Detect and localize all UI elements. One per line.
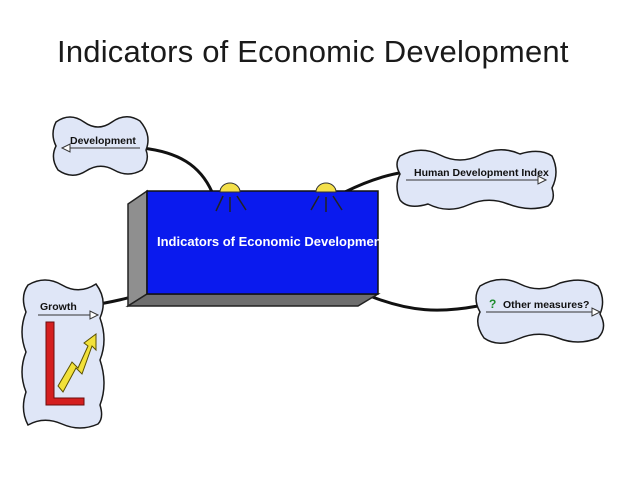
node-label: Other measures? xyxy=(503,299,589,311)
connector-hdi xyxy=(343,170,407,194)
slide-title: Indicators of Economic Development xyxy=(57,34,569,69)
central-topic-label: Indicators of Economic Development xyxy=(157,234,387,249)
node-label: Development xyxy=(70,135,136,147)
connector-other xyxy=(368,294,480,312)
arrow-right-icon xyxy=(537,175,548,185)
connector-development xyxy=(140,146,214,194)
central-box-bottom xyxy=(125,293,381,307)
central-box-face xyxy=(146,190,379,295)
node-label: Human Development Index xyxy=(414,167,549,179)
arrow-left-icon xyxy=(60,143,71,153)
question-mark-icon: ? xyxy=(489,297,496,311)
node-card xyxy=(52,116,149,176)
lightbulb-icon xyxy=(310,182,343,212)
node-other-measures[interactable]: ? Other measures? xyxy=(475,278,605,344)
node-label: Growth xyxy=(40,301,77,313)
arrow-right-icon xyxy=(89,310,100,320)
node-growth[interactable]: Growth xyxy=(21,279,105,429)
node-card xyxy=(21,279,105,429)
central-box-side xyxy=(127,189,148,308)
arrow-right-icon xyxy=(591,307,602,317)
lightbulb-icon xyxy=(215,182,247,212)
node-hdi[interactable]: Human Development Index xyxy=(396,149,557,210)
central-topic[interactable]: Indicators of Economic Development xyxy=(125,189,387,308)
growth-chart-icon xyxy=(45,321,97,406)
node-card xyxy=(475,278,605,344)
node-development[interactable]: Development xyxy=(52,116,149,176)
